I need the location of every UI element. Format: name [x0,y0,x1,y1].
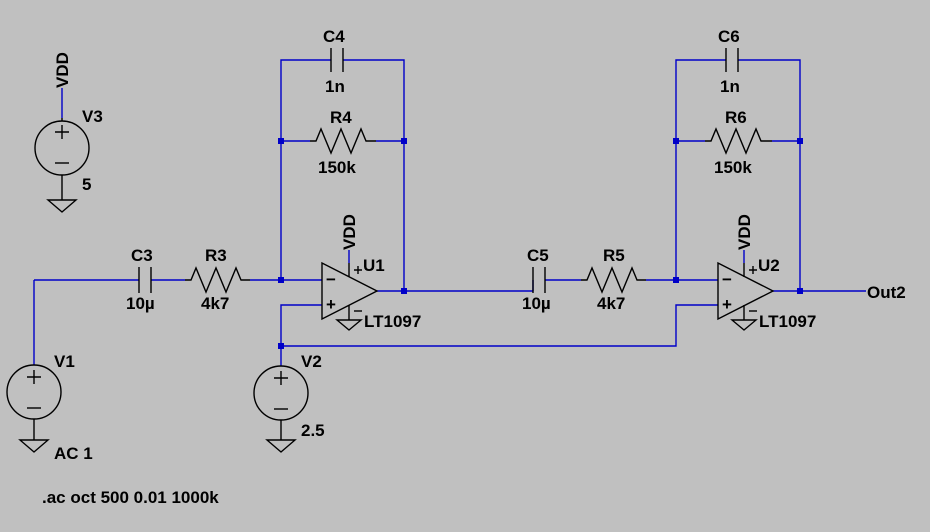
u1-vdd-label: VDD [340,214,359,250]
c3-value-label: 10µ [126,294,155,313]
c6-name-label: C6 [718,27,740,46]
resistor-r5[interactable] [581,266,646,294]
voltage-source-v1[interactable] [6,364,62,453]
r4-name-label: R4 [330,108,352,127]
v3-value-label: 5 [82,175,91,194]
plus-icon [274,371,288,385]
wire-u2-feedback-left [675,59,726,280]
junction-dot [673,138,679,144]
junction-dot [278,138,284,144]
r6-name-label: R6 [725,108,747,127]
v3-vdd-label: VDD [53,52,72,88]
plus-icon [354,266,362,274]
r5-value-label: 4k7 [597,294,625,313]
wire-bias-to-u2-plus [281,304,718,347]
out2-net-label: Out2 [867,283,906,302]
ground-icon [730,319,758,331]
junction-dot [797,288,803,294]
u1-plus-sign: + [326,295,336,314]
junction-dot [278,277,284,283]
junction-dot [797,138,803,144]
u1-name-label: U1 [363,256,385,275]
u2-plus-sign: + [722,295,732,314]
c3-name-label: C3 [131,246,153,265]
c4-value-label: 1n [325,77,345,96]
r5-name-label: R5 [603,246,625,265]
junction-dot [278,343,284,349]
r3-value-label: 4k7 [201,294,229,313]
junction-dot [673,277,679,283]
ground-icon [18,439,50,453]
resistor-r4[interactable] [310,127,376,155]
junction-dots [278,138,803,349]
u1-minus-sign: − [326,270,336,289]
ground-icon [265,439,297,453]
spice-directive[interactable]: .ac oct 500 0.01 1000k [42,488,219,507]
voltage-source-v3[interactable] [34,118,90,213]
c6-value-label: 1n [720,77,740,96]
junction-dot [401,138,407,144]
plus-icon [27,370,41,384]
plus-icon [55,125,69,139]
opamp-u1[interactable] [321,261,379,331]
resistor-r6[interactable] [705,127,772,155]
opamp-u2[interactable] [717,261,775,331]
v2-name-label: V2 [301,352,322,371]
c5-name-label: C5 [527,246,549,265]
ground-icon [335,319,363,331]
u1-model-label: LT1097 [364,312,421,331]
wire-u1-feedback-right [343,59,405,291]
u2-model-label: LT1097 [759,312,816,331]
u2-name-label: U2 [758,256,780,275]
v1-value-label: AC 1 [54,444,93,463]
capacitor-c6[interactable] [725,48,739,72]
plus-icon [749,266,757,274]
ground-icon [46,199,78,213]
wires [33,59,866,366]
r3-name-label: R3 [205,246,227,265]
c5-value-label: 10µ [522,294,551,313]
v2-value-label: 2.5 [301,421,325,440]
r4-value-label: 150k [318,158,356,177]
u2-minus-sign: − [722,270,732,289]
resistor-r3[interactable] [185,266,250,294]
wire-u2-feedback-right [738,59,801,291]
u2-vdd-label: VDD [735,214,754,250]
wire-u1-feedback-left [280,59,331,280]
labels: − + − + VDD VDD VDD V3 5 V1 AC 1 V2 2.5 … [42,27,906,507]
capacitor-c5[interactable] [532,267,546,293]
capacitor-c3[interactable] [138,267,152,293]
v1-name-label: V1 [54,352,75,371]
v3-name-label: V3 [82,107,103,126]
voltage-source-v2[interactable] [253,365,309,453]
junction-dot [401,288,407,294]
r6-value-label: 150k [714,158,752,177]
c4-name-label: C4 [323,27,345,46]
capacitor-c4[interactable] [330,48,344,72]
